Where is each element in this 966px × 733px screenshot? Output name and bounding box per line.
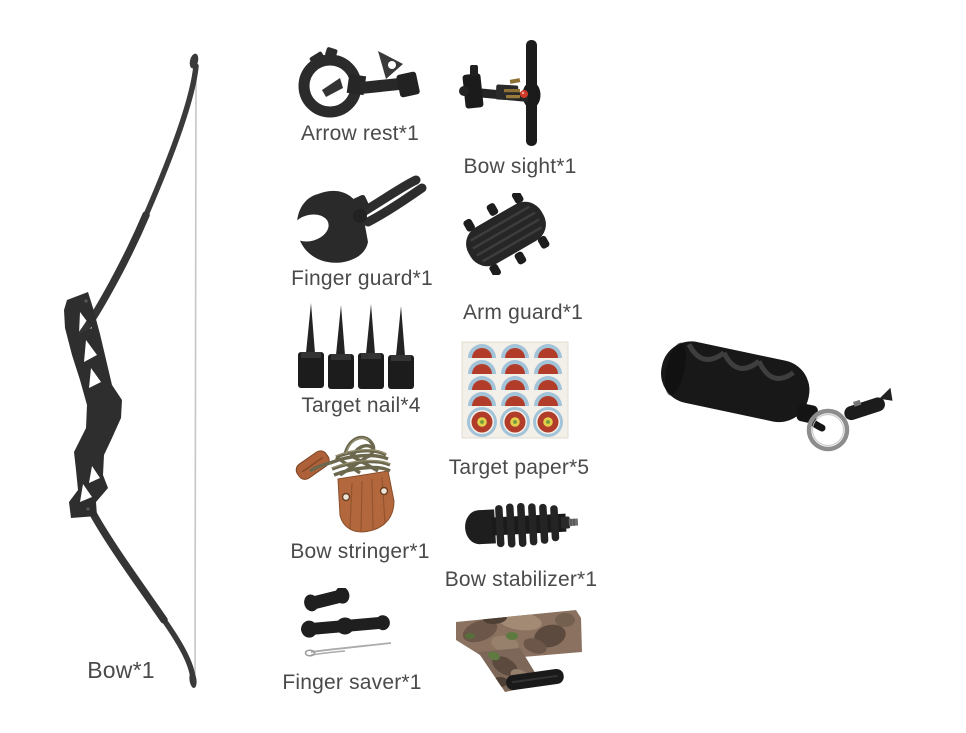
bow-image	[64, 53, 199, 688]
target-nail-image	[298, 303, 414, 389]
quiver-strap	[506, 668, 564, 691]
front-sheet-bullseyes	[467, 407, 563, 437]
stacked-sheets	[468, 344, 562, 406]
clip	[844, 387, 893, 421]
bow-label: Bow*1	[87, 657, 155, 683]
camo-quiver-image	[456, 610, 582, 692]
bow-sight-image	[459, 40, 541, 146]
bow-riser	[64, 292, 122, 518]
stringer-rope	[309, 435, 391, 477]
grip-arrow-puller-image	[661, 341, 893, 452]
finger-guard-label: Finger guard*1	[291, 267, 433, 290]
arm-guard-label: Arm guard*1	[462, 301, 584, 324]
bow-stringer-image	[295, 435, 395, 533]
arrow-rest-label: Arrow rest*1	[301, 122, 419, 145]
bow-sight-label: Bow sight*1	[463, 155, 577, 178]
finger-saver-image	[301, 588, 392, 657]
target-paper-image	[461, 341, 569, 439]
arrow-rest-image	[298, 47, 420, 118]
keyring	[806, 408, 850, 452]
target-paper-label: Target paper*5	[448, 456, 590, 479]
threading-pin	[304, 642, 392, 657]
bow-stringer-label: Bow stringer*1	[290, 540, 430, 563]
bow-stabilizer-label: Bow stabilizer*1	[444, 568, 598, 591]
sight-pin-red-dot	[520, 90, 528, 98]
bow-string	[194, 71, 197, 682]
finger-guard-image	[291, 175, 427, 263]
bow-stabilizer-image	[465, 502, 579, 548]
finger-saver-label: Finger saver*1	[282, 671, 422, 694]
arm-guard-image	[463, 193, 550, 275]
target-nail-label: Target nail*4	[301, 394, 421, 417]
